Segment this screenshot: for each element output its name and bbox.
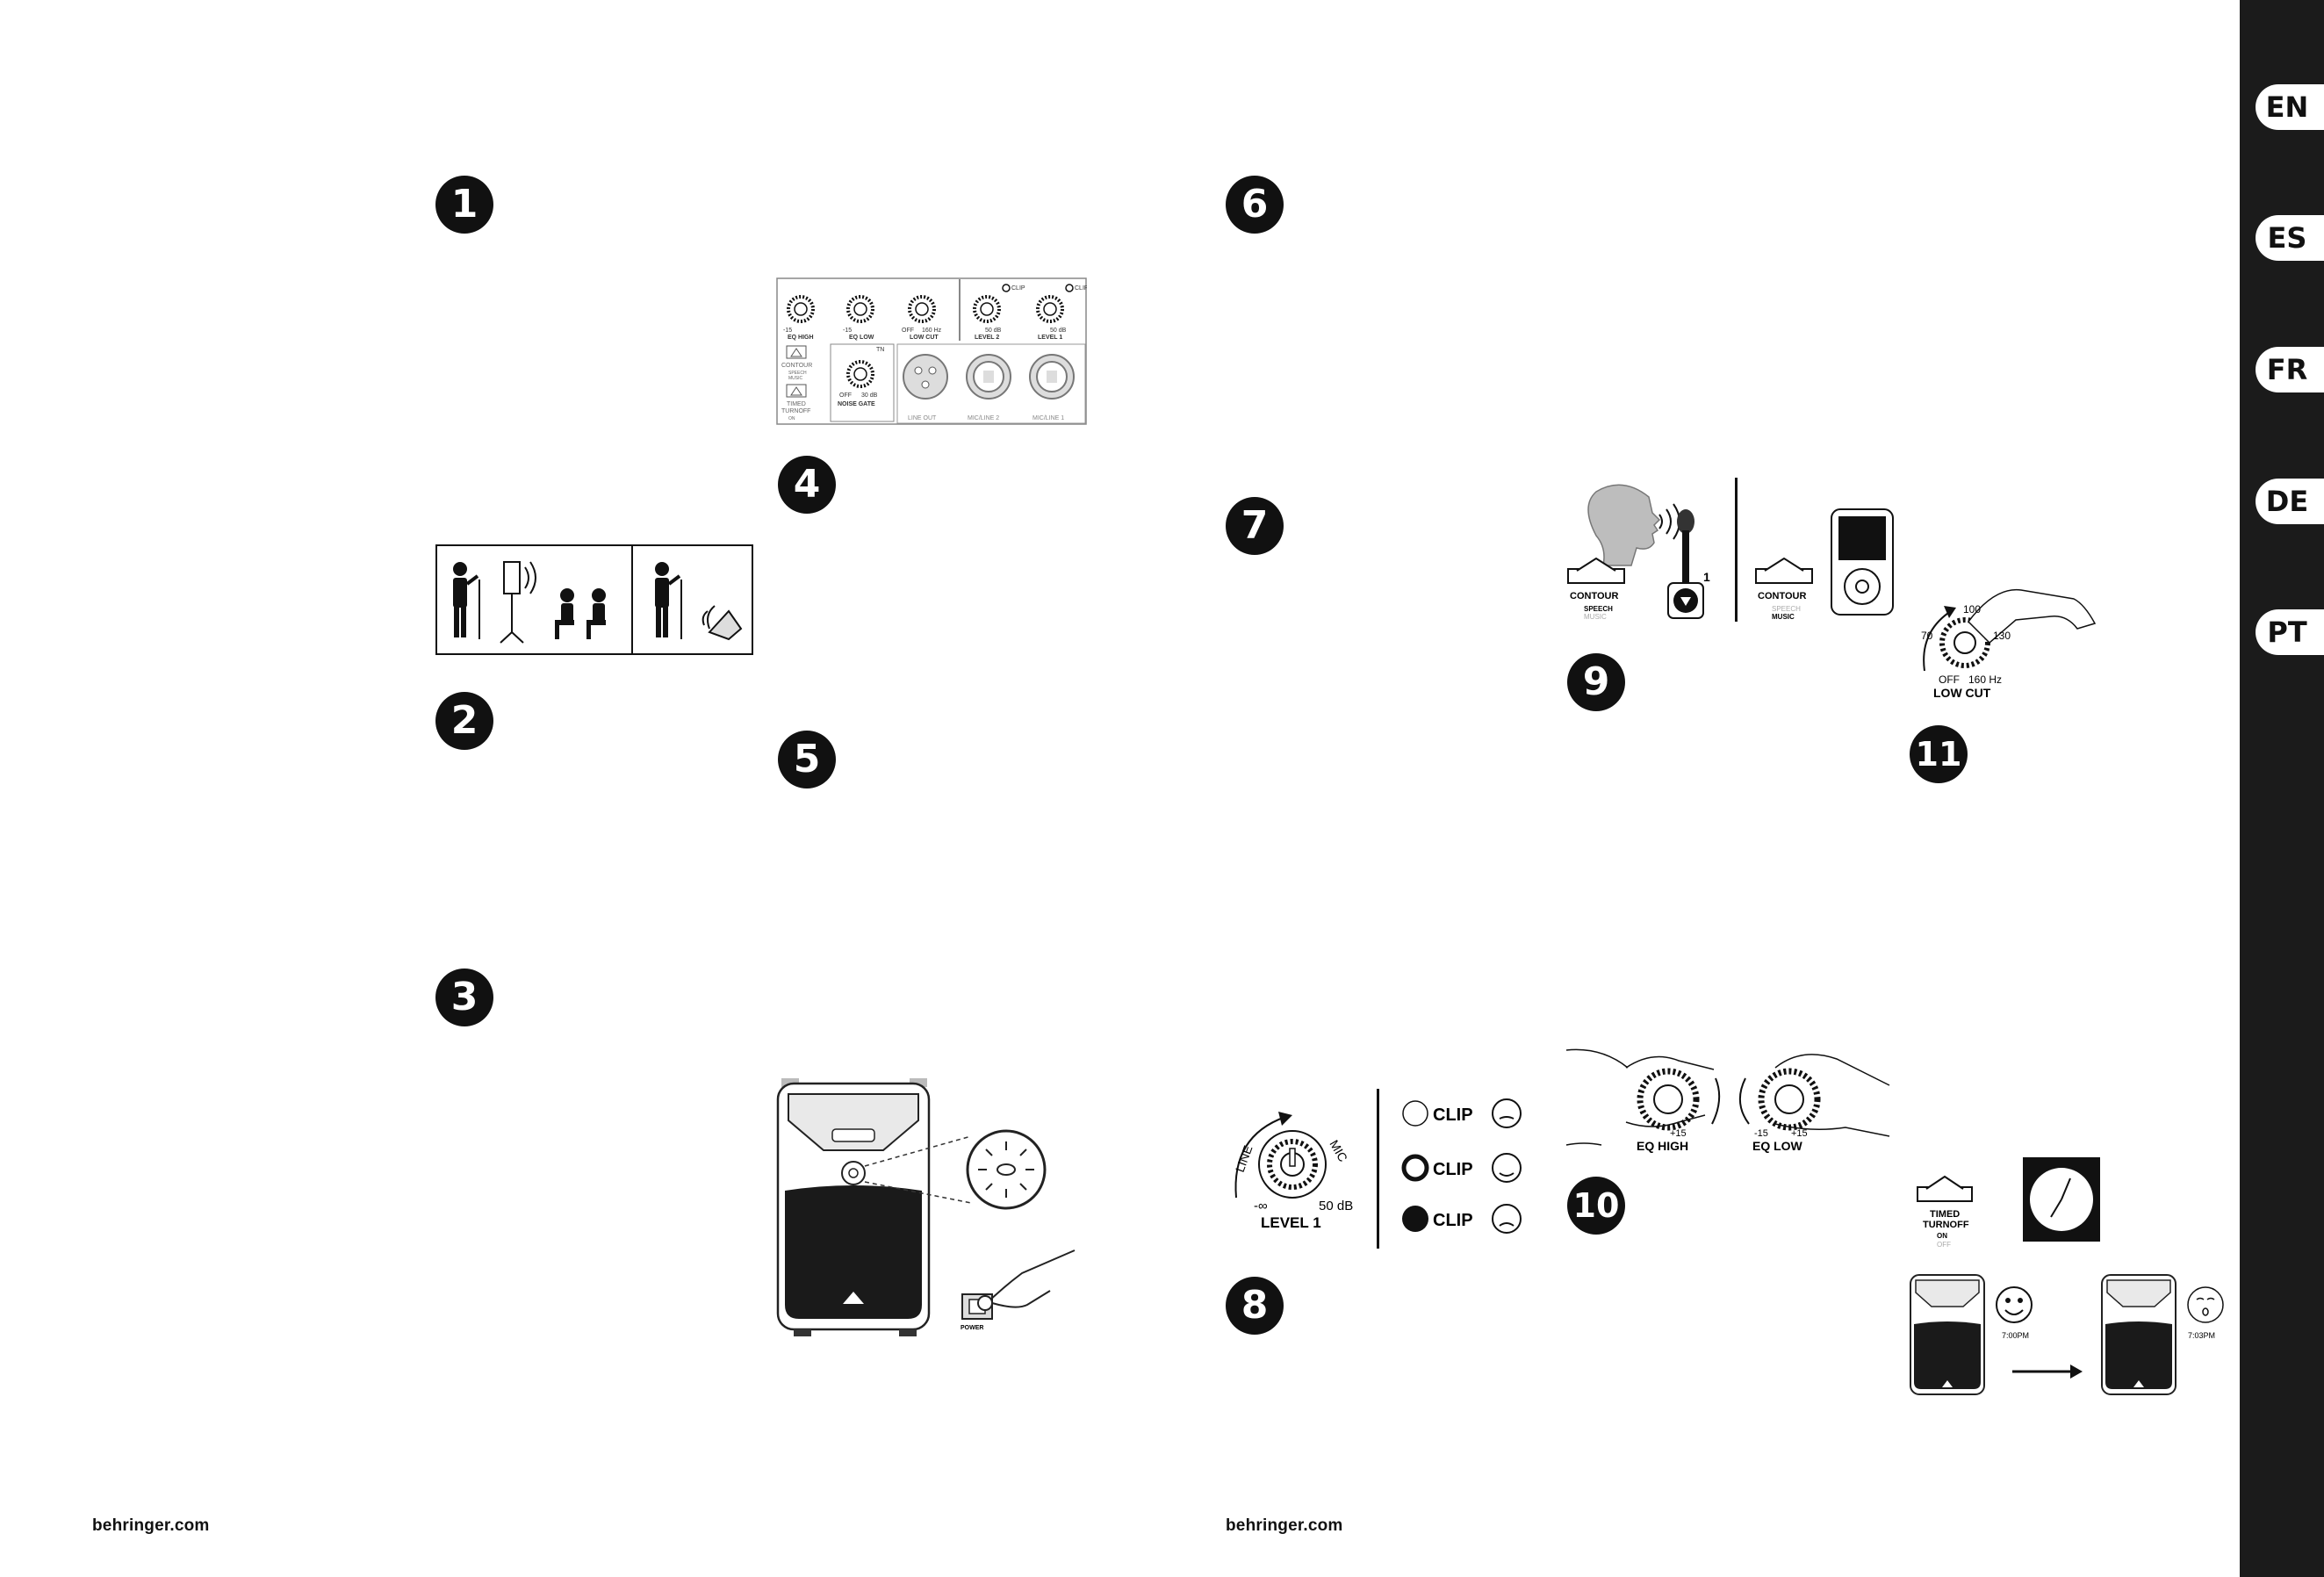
step-6-badge: 6 bbox=[1226, 176, 1284, 234]
noise-gate-label: NOISE GATE bbox=[838, 401, 875, 407]
level-1-clip-label: CLIP bbox=[1075, 285, 1087, 292]
step-7-badge: 7 bbox=[1226, 497, 1284, 555]
eq-high-plus15-label: +15 bbox=[1670, 1128, 1687, 1139]
clip-divider bbox=[1377, 1089, 1379, 1249]
language-tab-de[interactable]: DE bbox=[2256, 479, 2324, 524]
music-2-label: MUSIC bbox=[1772, 613, 1795, 621]
noise-gate-off-label: OFF bbox=[839, 392, 852, 399]
timed-off-label: OFF bbox=[1937, 1241, 1951, 1249]
line-out-label: LINE OUT bbox=[908, 415, 937, 421]
timed-label: TIMED bbox=[1930, 1209, 1960, 1220]
language-tab-fr[interactable]: FR bbox=[2256, 347, 2324, 392]
low-cut-knob-illustration: 100 70 130 OFF 160 Hz LOW CUT bbox=[1921, 588, 2097, 700]
step-1-badge: 1 bbox=[435, 176, 493, 234]
low-cut-off-label: OFF bbox=[1939, 673, 1960, 686]
input-number-label: 1 bbox=[1703, 570, 1710, 584]
level-1-knob-label: LEVEL 1 bbox=[1261, 1214, 1321, 1231]
step-11-badge: 11 bbox=[1910, 725, 1968, 783]
eq-low-fig-label: EQ LOW bbox=[1752, 1139, 1803, 1153]
contour-2-label: CONTOUR bbox=[1758, 591, 1806, 601]
low-cut-130-label: 130 bbox=[1993, 630, 2011, 642]
level-mic-label: MIC bbox=[1327, 1138, 1350, 1164]
eq-high-min-label: -15 bbox=[783, 328, 792, 334]
level-min-label: -∞ bbox=[1254, 1199, 1268, 1213]
language-tab-en[interactable]: EN bbox=[2256, 84, 2324, 130]
speech-1-label: SPEECH bbox=[1584, 605, 1613, 613]
panel-contour-label: CONTOUR bbox=[781, 363, 812, 369]
level-1-max-label: 50 dB bbox=[1050, 328, 1067, 334]
noise-gate-max-label: 30 dB bbox=[861, 392, 878, 399]
step-3-badge: 3 bbox=[435, 969, 493, 1026]
eq-high-fig-label: EQ HIGH bbox=[1637, 1139, 1688, 1153]
footer-website-left[interactable]: behringer.com bbox=[92, 1516, 210, 1535]
eq-low-min-label: -15 bbox=[843, 328, 852, 334]
mic-line-1-label: MIC/LINE 1 bbox=[1032, 415, 1064, 421]
mic-line-2-label: MIC/LINE 2 bbox=[968, 415, 999, 421]
footer-website-right[interactable]: behringer.com bbox=[1226, 1516, 1343, 1535]
music-1-label: MUSIC bbox=[1584, 613, 1607, 621]
low-cut-label: LOW CUT bbox=[910, 335, 939, 341]
time-before-label: 7:00PM bbox=[2002, 1331, 2029, 1340]
level-2-max-label: 50 dB bbox=[985, 328, 1002, 334]
level-2-label: LEVEL 2 bbox=[975, 335, 999, 341]
panel-music-label: MUSIC bbox=[788, 376, 803, 381]
contour-speech-music-illustration: 1 CONTOUR SPEECH MUSIC CONTOUR SPEECH MU… bbox=[1567, 478, 1894, 622]
level-max-label: 50 dB bbox=[1319, 1199, 1353, 1213]
step-10-badge: 10 bbox=[1567, 1177, 1625, 1235]
speaker-power-illustration: POWER bbox=[776, 1078, 1076, 1336]
panel-timed-label: TIMED bbox=[787, 401, 806, 407]
level-2-clip-label: CLIP bbox=[1011, 285, 1025, 292]
eq-low-label: EQ LOW bbox=[849, 335, 874, 341]
panel-turnoff-label: TURNOFF bbox=[781, 408, 810, 414]
power-switch-label: POWER bbox=[961, 1325, 983, 1331]
level-line-label: LINE bbox=[1233, 1143, 1256, 1174]
clip-off-label: CLIP bbox=[1433, 1105, 1473, 1125]
step-9-badge: 9 bbox=[1567, 653, 1625, 711]
step-2-badge: 2 bbox=[435, 692, 493, 750]
clip-indicator-illustration: CLIP CLIP CLIP bbox=[1401, 1098, 1522, 1234]
rear-panel-controls: -15 EQ HIGH -15 EQ LOW OFF 160 Hz LOW CU… bbox=[776, 277, 1087, 425]
level-knob-illustration: LINE MIC -∞ 50 dB LEVEL 1 bbox=[1233, 1112, 1353, 1231]
turnoff-label: TURNOFF bbox=[1923, 1220, 1969, 1230]
language-tab-es[interactable]: ES bbox=[2256, 215, 2324, 261]
low-cut-70-label: 70 bbox=[1921, 630, 1933, 642]
eq-low-minus15-label: -15 bbox=[1754, 1128, 1768, 1139]
level-1-label: LEVEL 1 bbox=[1038, 335, 1062, 341]
speech-2-label: SPEECH bbox=[1772, 605, 1801, 613]
step-4-badge: 4 bbox=[778, 456, 836, 514]
timed-turnoff-illustration: TIMED TURNOFF ON OFF 7:00PM 7:03PM bbox=[1910, 1157, 2224, 1395]
low-cut-160-label: 160 Hz bbox=[1968, 673, 2002, 686]
eq-knobs-illustration: +15 EQ HIGH -15 +15 EQ LOW bbox=[1565, 1048, 1890, 1153]
step-5-badge: 5 bbox=[778, 731, 836, 788]
contour-1-label: CONTOUR bbox=[1570, 591, 1618, 601]
language-sidebar bbox=[2240, 0, 2324, 1577]
timed-on-label: ON bbox=[1937, 1232, 1947, 1240]
low-cut-title-label: LOW CUT bbox=[1933, 686, 1991, 700]
low-cut-160-label: 160 Hz bbox=[922, 328, 942, 334]
speaker-placement-illustration bbox=[435, 544, 753, 655]
eq-high-label: EQ HIGH bbox=[788, 335, 814, 341]
clip-on-label: CLIP bbox=[1433, 1211, 1473, 1230]
noise-gate-tn-label: TN bbox=[876, 347, 884, 353]
language-tab-pt[interactable]: PT bbox=[2256, 609, 2324, 655]
clip-flash-label: CLIP bbox=[1433, 1160, 1473, 1179]
time-after-label: 7:03PM bbox=[2188, 1331, 2215, 1340]
step-8-badge: 8 bbox=[1226, 1277, 1284, 1335]
low-cut-100-label: 100 bbox=[1963, 603, 1981, 616]
panel-speech-label: SPEECH bbox=[788, 371, 807, 376]
panel-on-label: ON bbox=[788, 416, 795, 421]
eq-low-plus15-label: +15 bbox=[1791, 1128, 1808, 1139]
low-cut-off-label: OFF bbox=[902, 328, 914, 334]
